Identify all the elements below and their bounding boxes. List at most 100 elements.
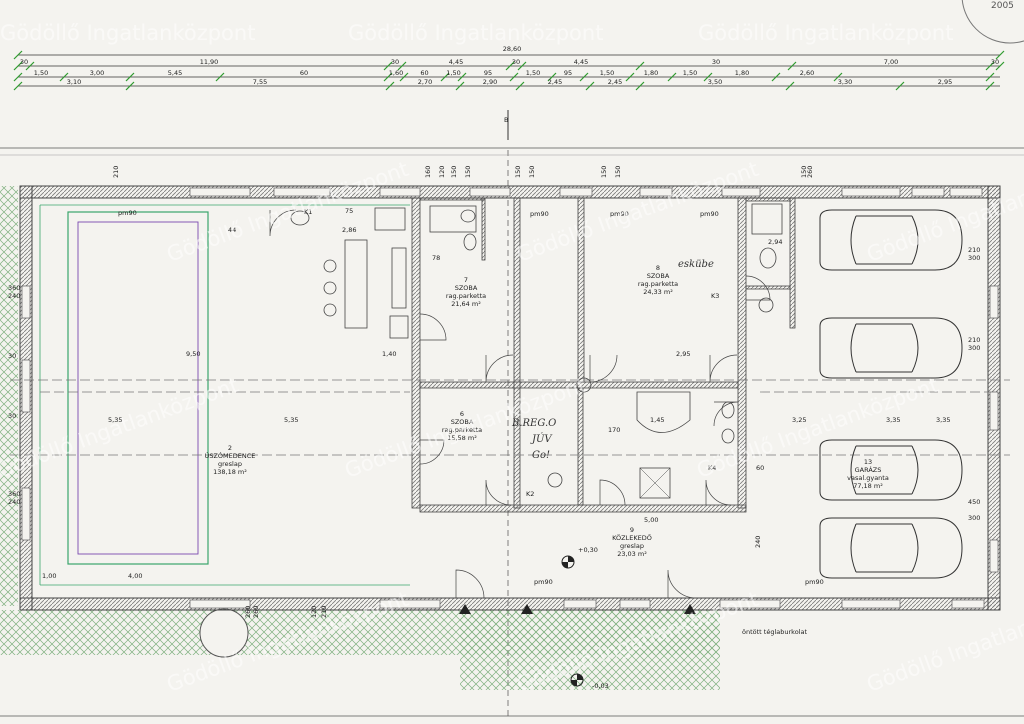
dimension-tick [215,72,225,82]
toilet-icon [463,233,477,251]
dimension-value: 1,80 [735,69,749,77]
opening-dim-value: 260 [244,606,252,618]
plan-labels: pm90 pm90 pm90 pm90 pm90 pm90 K1 K2 K3 K… [118,207,824,636]
opening-dim-value: 120 [310,606,318,618]
windows [21,187,999,609]
bathtub-icon [636,391,691,433]
dimension-value: 30 [991,58,999,66]
opening-dim-value: 150 [600,166,608,178]
dimension-tick [635,61,645,71]
window [841,599,901,609]
dim-label: 5,35 [284,416,298,424]
door-swing-icon [667,569,697,599]
dimension-tick [13,81,23,91]
handwritten-note: B.REG.O [511,418,556,429]
dimension-tick [125,81,135,91]
level-text: +0,30 [578,546,598,554]
room-floor: rag.parketta [638,280,678,288]
interior-dimensions: 9,50 5,35 5,35 1,40 2,95 3,25 3,35 3,35 … [42,350,950,580]
misc-dim: 60 [756,464,764,472]
window [989,391,999,431]
north-arrow-icon [570,673,584,687]
room-label-room8: 8 SZOBA rag.parketta 24,33 m² [638,264,678,296]
vertical-dim-value: 360 [8,490,20,498]
dimension-tick [13,61,23,71]
watermark: Gödöllő Ingatlanközpont [348,21,603,45]
window [719,599,781,609]
dimension-tick [399,72,409,82]
window [841,187,901,197]
dimension-value: 4,45 [449,58,463,66]
dimension-value: 2,60 [800,69,814,77]
dimension-total: 28,60 [503,45,522,53]
dimension-tick [703,72,713,82]
dimension-value: 30 [512,58,520,66]
window [619,599,651,609]
dimension-tick [579,72,589,82]
sink-icon [374,207,406,231]
door-tag: K4 [708,464,716,472]
dimension-value: 3,00 [90,69,104,77]
room-label-room7: 7 SZOBA rag.parketta 21,64 m² [446,276,486,308]
stair-icon [459,604,471,614]
dimension-tick [985,81,995,91]
door-tag: K3 [711,292,719,300]
door-swing-icon [269,209,297,237]
dimension-value: 3,30 [838,78,852,86]
opening-dim-value: 120 [438,166,446,178]
pm-label: pm90 [534,578,553,586]
dim-label: 1,40 [382,350,396,358]
dim-label: 3,35 [886,416,900,424]
exterior-paving-entry [460,610,720,690]
pool [39,204,410,586]
stamp: 2005 [961,0,1024,44]
room-name: ÚSZÓMEDENCE [205,451,256,460]
window [379,187,421,197]
doors [269,209,771,599]
dimension-tick [383,72,393,82]
window [189,187,251,197]
misc-dim: 2,94 [768,238,782,246]
vertical-dim-value: 30 [8,412,16,420]
window [189,599,251,609]
dimension-tick [455,81,465,91]
room-area: 21,64 m² [451,300,481,308]
room-label-hall: 9 KÖZLEKEDŐ greslap 23,03 m² [612,526,652,558]
dimension-value: 7,00 [884,58,898,66]
dimension-value: 11,90 [200,58,219,66]
level-marker-icon [561,555,575,569]
room-name: SZOBA [451,418,474,426]
dimension-tick [585,81,595,91]
dimension-tick [833,72,843,82]
dim-label: 9,50 [186,350,200,358]
door-swing-icon [485,354,514,383]
misc-dim: 1,45 [650,416,664,424]
door-swing-icon [419,439,445,465]
level-markers: +0,30 -0,03 [561,546,609,690]
misc-dim: 75 [345,207,353,215]
dimension-tick [505,61,515,71]
dimension-value: 1,50 [446,69,460,77]
car-icon [819,209,963,271]
section-mark: B [504,116,508,124]
pm-label: pm90 [805,578,824,586]
misc-dim: 44 [228,226,236,234]
opening-dim-value: 150 [800,166,808,178]
dimension-tick [385,81,395,91]
shower-icon [639,467,671,499]
vertical-dim-value: 300 [968,344,980,352]
dimension-tick [895,81,905,91]
vertical-dim-value: 450 [968,498,980,506]
dimension-tick [995,50,1005,60]
opening-dim-value: 150 [464,166,472,178]
window [21,359,31,413]
garage-cars [819,209,963,579]
window [563,599,597,609]
dim-label: 3,25 [792,416,806,424]
stair-icon [521,604,533,614]
dimension-tick [383,61,393,71]
opening-dim-value: 210 [112,166,120,178]
room-floor: greslap [620,542,644,550]
door-swing-icon [713,401,739,427]
